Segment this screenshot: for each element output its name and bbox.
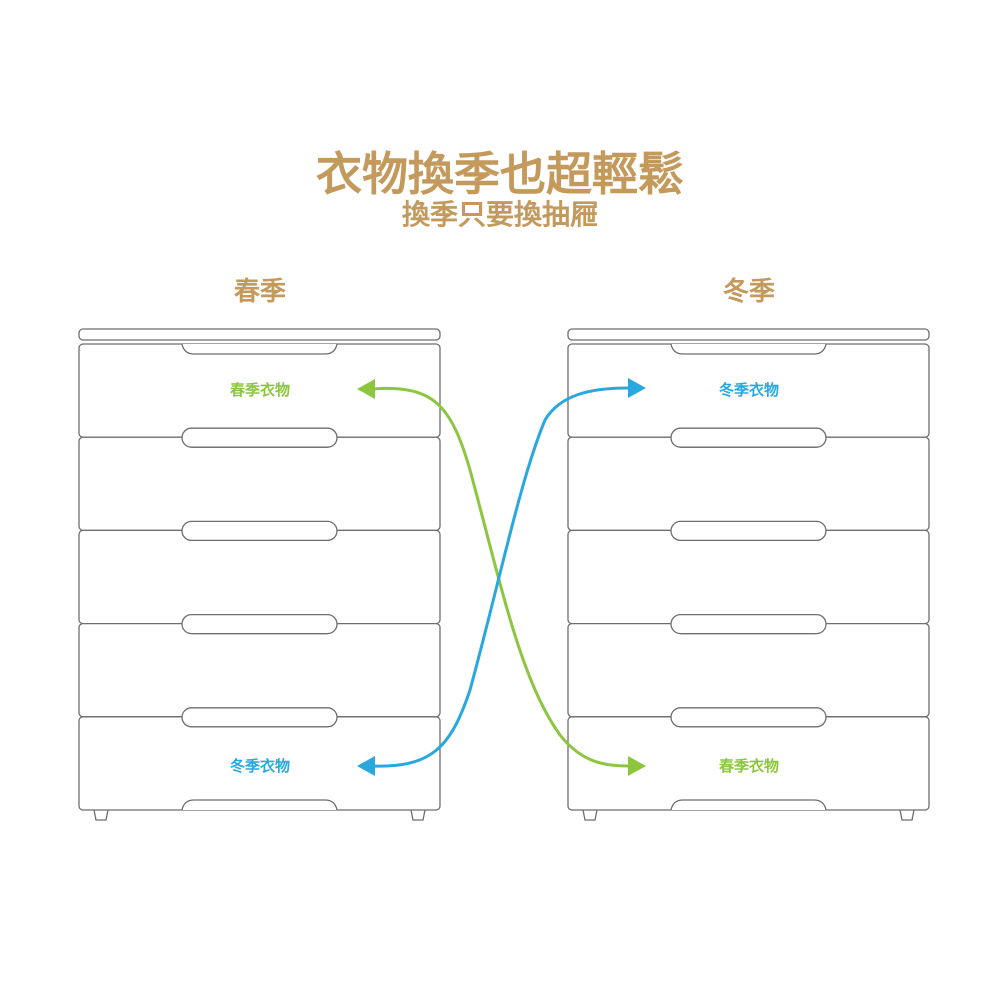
- left-top-drawer-label: 春季衣物: [230, 381, 290, 399]
- spring-arrowhead-left: [357, 379, 375, 399]
- drawer: [78, 436, 441, 532]
- winter-arrowhead-right: [628, 378, 646, 398]
- spring-swap-arrow: [369, 386, 629, 768]
- leg: [410, 809, 426, 821]
- drawer-handle: [670, 427, 827, 448]
- drawer: [567, 436, 930, 532]
- right-top-drawer-label: 冬季衣物: [719, 381, 779, 399]
- right-chest: [567, 328, 930, 821]
- drawer-handle: [181, 613, 338, 635]
- leg: [899, 809, 915, 821]
- main-title: 衣物換季也超輕鬆: [316, 147, 684, 201]
- left-season-label: 春季: [234, 277, 286, 307]
- drawer: [78, 622, 441, 718]
- drawer-handle: [670, 343, 827, 355]
- winter-swap-arrow: [369, 386, 629, 768]
- drawer: [567, 622, 930, 718]
- left-chest: [78, 328, 441, 821]
- drawer-handle: [670, 520, 827, 542]
- drawer: [567, 529, 930, 625]
- right-bottom-drawer-label: 春季衣物: [719, 757, 779, 775]
- drawer-handle: [181, 427, 338, 448]
- subtitle: 換季只要換抽屜: [402, 198, 598, 231]
- drawer-handle: [670, 707, 827, 728]
- leg: [582, 809, 598, 821]
- spring-arrowhead-right: [628, 756, 646, 776]
- drawer-handle: [670, 613, 827, 635]
- drawer-handle: [670, 799, 827, 811]
- drawer-handle: [181, 707, 338, 728]
- drawer-handle: [181, 343, 338, 355]
- drawer-handle: [181, 799, 338, 811]
- top-panel: [567, 328, 930, 341]
- drawer-handle: [181, 520, 338, 542]
- left-bottom-drawer-label: 冬季衣物: [230, 757, 290, 775]
- right-season-label: 冬季: [723, 277, 775, 307]
- top-panel: [78, 328, 441, 341]
- winter-arrowhead-left: [357, 756, 375, 776]
- drawer: [78, 529, 441, 625]
- leg: [93, 809, 109, 821]
